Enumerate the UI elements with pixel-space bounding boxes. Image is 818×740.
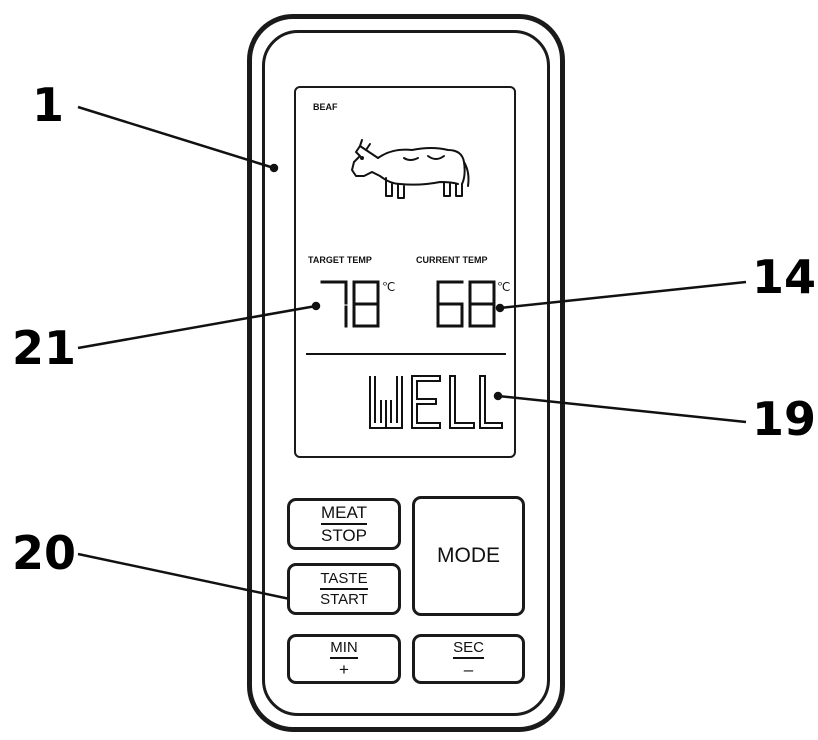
callout-19: 19: [752, 392, 817, 446]
stop-label-text: STOP: [321, 526, 367, 545]
device-inner-frame: [262, 30, 550, 716]
min-label-text: MIN: [330, 639, 358, 659]
meat-label-text: MEAT: [321, 503, 367, 525]
meat-label: BEAF: [313, 102, 338, 112]
plus-label-text: +: [339, 660, 349, 679]
target-temp-label: TARGET TEMP: [308, 255, 372, 265]
meat-stop-button[interactable]: MEAT STOP: [287, 498, 401, 550]
current-temp-value: [436, 280, 496, 328]
callout-1: 1: [32, 78, 65, 132]
minus-label-text: –: [463, 660, 474, 679]
callout-14: 14: [752, 250, 817, 304]
sec-minus-button[interactable]: SEC –: [412, 634, 525, 684]
start-label-text: START: [320, 591, 368, 608]
doneness-display: [369, 375, 503, 429]
current-temp-label: CURRENT TEMP: [416, 255, 488, 265]
current-unit: ℃: [497, 280, 511, 294]
target-unit: ℃: [382, 280, 396, 294]
taste-label-text: TASTE: [320, 570, 368, 590]
sec-label-text: SEC: [453, 639, 484, 659]
callout-21: 21: [12, 321, 77, 375]
callout-leaders: [77, 105, 747, 607]
target-temp-value: [320, 280, 380, 328]
mode-button[interactable]: MODE: [412, 496, 525, 616]
min-plus-button[interactable]: MIN +: [287, 634, 401, 684]
mode-label-text: MODE: [437, 544, 500, 567]
callout-20: 20: [12, 526, 77, 580]
taste-start-button[interactable]: TASTE START: [287, 563, 401, 615]
